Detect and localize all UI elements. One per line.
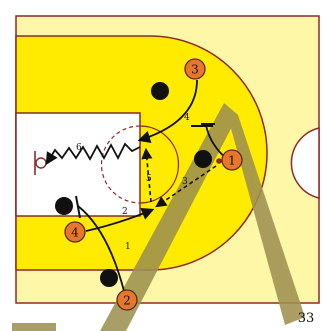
move-2-line: [85, 208, 155, 232]
player-1-label: 1: [228, 154, 236, 168]
move-4-line: [137, 79, 198, 143]
move-2-label: 2: [122, 207, 128, 217]
player-3: 3: [184, 58, 206, 80]
defender-dot: [100, 269, 118, 287]
move-5-line: [141, 147, 153, 203]
defender-dot: [151, 82, 169, 100]
screen-bar-2: [75, 195, 81, 219]
player-3-label: 3: [191, 63, 199, 77]
move-3-label: 3: [182, 177, 188, 187]
player-4-label: 4: [71, 226, 79, 240]
center-circle: [290, 127, 320, 199]
player-1: 1: [221, 149, 243, 171]
move-6-line: [45, 142, 141, 166]
player-2: 2: [116, 289, 138, 311]
move-1-line: [77, 205, 125, 292]
page-number: 33: [298, 311, 315, 326]
move-4-label: 4: [184, 113, 190, 123]
move-3-line: [155, 165, 217, 208]
player-2-label: 2: [123, 294, 131, 308]
dribble-dot: [216, 158, 222, 164]
defender-dot: [194, 150, 212, 168]
free-throw-circle-dashed: [100, 125, 141, 204]
move-1-label: 1: [125, 242, 131, 252]
move-5-label: 5: [146, 174, 152, 184]
move-6-label: 6: [76, 143, 82, 153]
defender-dot: [55, 197, 73, 215]
free-throw-lane: [15, 112, 141, 217]
player-4: 4: [64, 221, 86, 243]
